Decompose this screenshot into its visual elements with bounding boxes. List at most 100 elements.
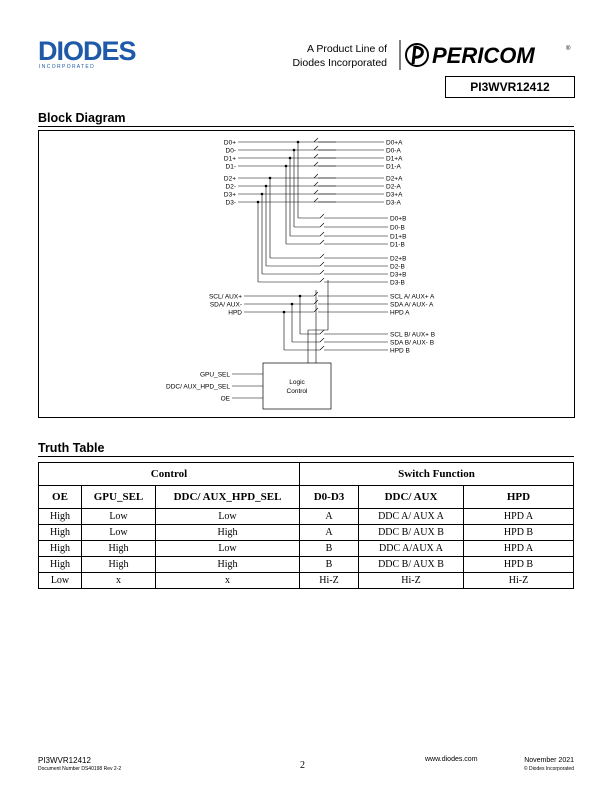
right-a-label: D0+A: [386, 139, 403, 146]
logic-label-2: Control: [287, 388, 309, 395]
left-label: D2+: [224, 175, 236, 182]
group-switch: Switch Function: [299, 462, 574, 486]
left-label: D0-: [226, 147, 236, 154]
table-cell: Hi-Z: [358, 572, 464, 589]
junction-dot: [290, 302, 294, 306]
table-cell: Low: [155, 508, 300, 525]
table-cell: HPD B: [463, 524, 574, 541]
table-cell: B: [299, 540, 359, 557]
left-label: D3+: [224, 191, 236, 198]
right-a-label: D1-A: [386, 163, 401, 170]
truth-table-title: Truth Table: [38, 441, 105, 455]
switch-icon: [319, 239, 325, 245]
right-a-label: D0-A: [386, 147, 401, 154]
table-cell: High: [38, 524, 82, 541]
right-a-label: D2+A: [386, 175, 403, 182]
truth-table: Control Switch Function OE GPU_SEL DDC/ …: [38, 462, 574, 589]
aux-left-label: HPD: [228, 309, 242, 316]
junction-dot: [282, 310, 286, 314]
right-a-label: D2-A: [386, 183, 401, 190]
right-a-label: D3+A: [386, 191, 403, 198]
left-label: D3-: [226, 199, 236, 206]
switch-icon: [313, 137, 319, 143]
right-b-label: D1+B: [390, 233, 406, 240]
table-cell: DDC B/ AUX B: [358, 556, 464, 573]
junction-dot: [284, 164, 288, 168]
right-b-label: D2-B: [390, 263, 405, 270]
truth-table-rule: [38, 456, 574, 457]
table-cell: DDC B/ AUX B: [358, 524, 464, 541]
product-line-2: Diodes Incorporated: [292, 57, 387, 69]
switch-icon: [319, 337, 325, 343]
table-cell: B: [299, 556, 359, 573]
switch-icon: [319, 277, 325, 283]
left-label: D1-: [226, 163, 236, 170]
col-oe: OE: [38, 485, 82, 509]
pericom-mark-icon: [405, 43, 429, 67]
logic-control-block: [262, 362, 332, 410]
junction-dot: [256, 200, 260, 204]
pericom-logo: PERICOM ®: [399, 40, 571, 70]
switch-icon: [313, 189, 319, 195]
col-ddc-sel: DDC/ AUX_HPD_SEL: [155, 485, 300, 509]
table-cell: High: [155, 556, 300, 573]
table-cell: x: [155, 572, 300, 589]
table-cell: High: [38, 508, 82, 525]
aux-left-label: SDA/ AUX-: [210, 301, 242, 308]
logic-label-1: Logic: [289, 379, 305, 386]
product-line-1: A Product Line of: [307, 43, 387, 55]
footer-doc-number: Document Number DS40198 Rev 2-2: [38, 766, 122, 772]
switch-icon: [319, 269, 325, 275]
switch-icon: [313, 145, 319, 151]
col-hpd: HPD: [463, 485, 574, 509]
junction-dot: [264, 184, 268, 188]
right-b-label: D0+B: [390, 215, 406, 222]
footer-website[interactable]: www.diodes.com: [425, 756, 478, 763]
table-cell: Low: [81, 524, 156, 541]
table-cell: Hi-Z: [299, 572, 359, 589]
footer-right: November 2021 © Diodes Incorporated: [524, 756, 574, 774]
table-cell: x: [81, 572, 156, 589]
ctrl-input-label: DDC/ AUX_HPD_SEL: [166, 383, 230, 390]
switch-icon: [313, 197, 319, 203]
table-cell: High: [38, 556, 82, 573]
switch-icon: [319, 345, 325, 351]
footer-part: PI3WVR12412: [38, 756, 91, 765]
left-label: D1+: [224, 155, 236, 162]
right-b-label: D1-B: [390, 241, 405, 248]
page-number: 2: [300, 760, 305, 771]
right-a-label: D3-A: [386, 199, 401, 206]
table-cell: Low: [155, 540, 300, 557]
switch-icon: [313, 173, 319, 179]
right-b-label: D0-B: [390, 224, 405, 231]
left-label: D0+: [224, 139, 236, 146]
aux-b-label: SDA B/ AUX- B: [390, 339, 434, 346]
aux-left-label: SCL/ AUX+: [209, 293, 242, 300]
junction-dot: [288, 156, 292, 160]
right-b-label: D2+B: [390, 255, 406, 262]
switch-icon: [319, 329, 325, 335]
pericom-logo-text: PERICOM: [432, 43, 535, 68]
svg-text:®: ®: [566, 45, 571, 52]
table-cell: Low: [81, 508, 156, 525]
diodes-logo-sub: I N C O R P O R A T E D: [39, 64, 94, 70]
switch-icon: [319, 222, 325, 228]
table-cell: High: [155, 524, 300, 541]
switch-icon: [319, 213, 325, 219]
part-number-box: PI3WVR12412: [445, 76, 575, 98]
table-cell: High: [81, 540, 156, 557]
junction-dot: [268, 176, 272, 180]
junction-dot: [296, 140, 300, 144]
table-cell: A: [299, 508, 359, 525]
junction-dot: [292, 148, 296, 152]
table-cell: Low: [38, 572, 82, 589]
col-gpu-sel: GPU_SEL: [81, 485, 156, 509]
block-diagram-rule: [38, 126, 574, 127]
switch-icon: [319, 231, 325, 237]
ctrl-input-label: GPU_SEL: [200, 371, 230, 378]
col-ddc-aux: DDC/ AUX: [358, 485, 464, 509]
aux-a-label: SDA A/ AUX- A: [390, 301, 434, 308]
